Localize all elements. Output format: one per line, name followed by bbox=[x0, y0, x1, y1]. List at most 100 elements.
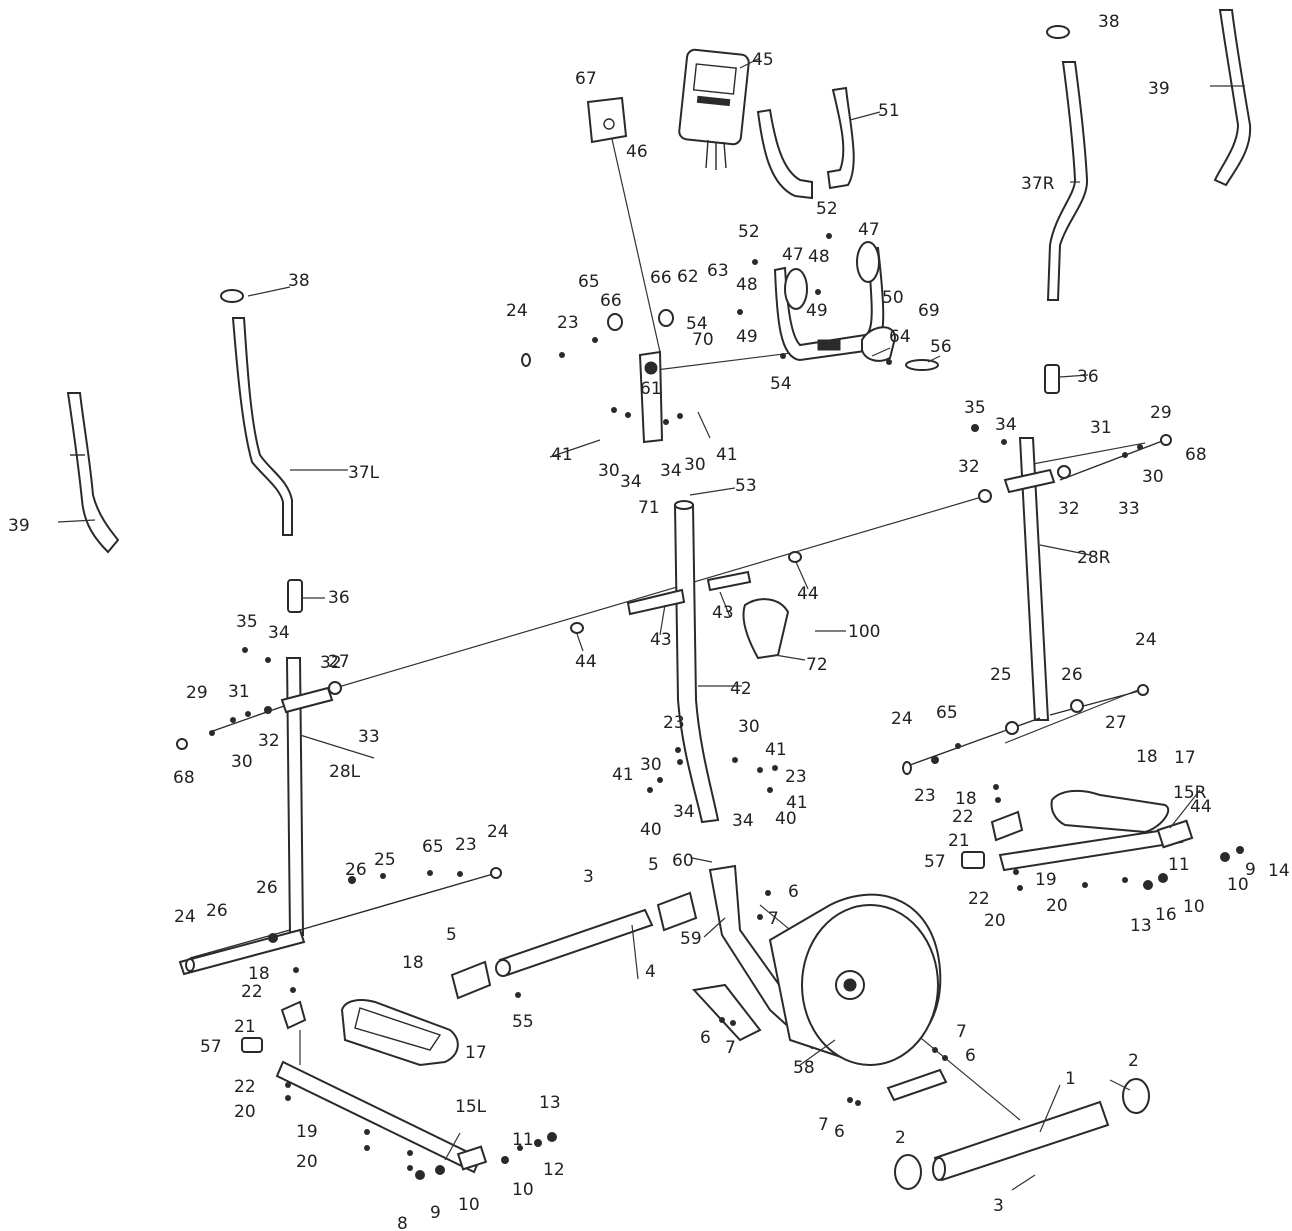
label: 67 bbox=[575, 69, 597, 89]
label: 20 bbox=[234, 1102, 256, 1122]
label: 38 bbox=[288, 271, 310, 291]
label: 44 bbox=[1190, 797, 1212, 817]
handlebar-post-61 bbox=[638, 350, 664, 444]
label: 30 bbox=[738, 717, 760, 737]
label: 100 bbox=[848, 622, 880, 642]
label: 24 bbox=[487, 822, 509, 842]
label: 41 bbox=[786, 793, 808, 813]
label: 22 bbox=[968, 889, 990, 909]
label: 72 bbox=[806, 655, 828, 675]
label: 8 bbox=[397, 1214, 408, 1231]
left-upper-handle-39 bbox=[66, 392, 120, 554]
label: 20 bbox=[984, 911, 1006, 931]
label: 52 bbox=[816, 199, 838, 219]
label: 13 bbox=[539, 1093, 561, 1113]
label: 62 bbox=[677, 267, 699, 287]
label: 20 bbox=[1046, 896, 1068, 916]
label: 17 bbox=[1174, 748, 1196, 768]
label: 61 bbox=[640, 379, 662, 399]
label: 49 bbox=[736, 327, 758, 347]
left-bracket-21 bbox=[280, 1000, 307, 1030]
label: 26 bbox=[1061, 665, 1083, 685]
label: 33 bbox=[1118, 499, 1140, 519]
label: 24 bbox=[891, 709, 913, 729]
right-foot-rail-15R bbox=[998, 819, 1194, 872]
label: 23 bbox=[663, 713, 685, 733]
end-caps-5 bbox=[450, 891, 698, 1000]
right-bracket-21 bbox=[990, 810, 1024, 842]
label: 69 bbox=[918, 301, 940, 321]
label: 34 bbox=[660, 461, 682, 481]
label: 28R bbox=[1077, 548, 1111, 568]
label: 23 bbox=[785, 767, 807, 787]
label: 30 bbox=[231, 752, 253, 772]
label: 1 bbox=[1065, 1069, 1076, 1089]
label: 34 bbox=[673, 802, 695, 822]
label: 50 bbox=[882, 288, 904, 308]
label: 32 bbox=[258, 731, 280, 751]
label: 65 bbox=[422, 837, 444, 857]
label: 43 bbox=[650, 630, 672, 650]
label: 40 bbox=[640, 820, 662, 840]
label: 29 bbox=[186, 683, 208, 703]
label: 43 bbox=[712, 603, 734, 623]
label: 24 bbox=[1135, 630, 1157, 650]
label: 15R bbox=[1173, 783, 1207, 803]
label: 19 bbox=[296, 1122, 318, 1142]
label: 54 bbox=[686, 314, 708, 334]
label: 10 bbox=[1183, 897, 1205, 917]
label: 36 bbox=[1077, 367, 1099, 387]
label: 18 bbox=[1136, 747, 1158, 767]
label: 26 bbox=[206, 901, 228, 921]
label: 39 bbox=[8, 516, 30, 536]
label: 57 bbox=[924, 852, 946, 872]
console-bracket-67 bbox=[586, 96, 628, 144]
hand-pulse-sensors-47 bbox=[784, 241, 880, 310]
label: 30 bbox=[640, 755, 662, 775]
pulse-grip-51 bbox=[756, 86, 855, 200]
label: 34 bbox=[620, 472, 642, 492]
label: 25 bbox=[374, 850, 396, 870]
label: 16 bbox=[1155, 905, 1177, 925]
transport-wheels-2 bbox=[894, 1078, 1150, 1190]
label: 41 bbox=[612, 765, 634, 785]
label: 10 bbox=[1227, 875, 1249, 895]
label: 59 bbox=[680, 929, 702, 949]
label: 31 bbox=[1090, 418, 1112, 438]
label: 10 bbox=[458, 1195, 480, 1215]
label: 3 bbox=[583, 867, 594, 887]
label: 24 bbox=[506, 301, 528, 321]
front-stabilizer-1 bbox=[932, 1100, 1110, 1182]
label: 31 bbox=[228, 682, 250, 702]
label: 13 bbox=[1130, 916, 1152, 936]
label: 48 bbox=[736, 275, 758, 295]
label: 44 bbox=[575, 652, 597, 672]
label: 20 bbox=[296, 1152, 318, 1172]
label: 7 bbox=[768, 909, 779, 929]
right-end-cap-38 bbox=[1046, 25, 1070, 39]
label: 27 bbox=[328, 652, 350, 672]
label: 23 bbox=[455, 835, 477, 855]
label: 37R bbox=[1021, 174, 1055, 194]
crossbar-tube-55 bbox=[495, 908, 654, 977]
label: 40 bbox=[775, 809, 797, 829]
label: 3 bbox=[993, 1196, 1004, 1216]
label: 5 bbox=[446, 925, 457, 945]
label: 5 bbox=[648, 855, 659, 875]
label: 7 bbox=[956, 1022, 967, 1042]
axles-left bbox=[189, 705, 501, 959]
label: 22 bbox=[241, 982, 263, 1002]
label: 45 bbox=[752, 50, 774, 70]
label: 38 bbox=[1098, 12, 1120, 32]
label: 18 bbox=[402, 953, 424, 973]
right-lower-arm-28R bbox=[1003, 437, 1056, 721]
label: 9 bbox=[430, 1203, 441, 1223]
label: 6 bbox=[700, 1028, 711, 1048]
bottle-holder-72 bbox=[742, 598, 790, 660]
rear-plate bbox=[886, 1068, 948, 1102]
label: 26 bbox=[345, 860, 367, 880]
label-leaders bbox=[57, 57, 1245, 1191]
label: 64 bbox=[889, 327, 911, 347]
label: 11 bbox=[1168, 855, 1190, 875]
label: 65 bbox=[936, 703, 958, 723]
